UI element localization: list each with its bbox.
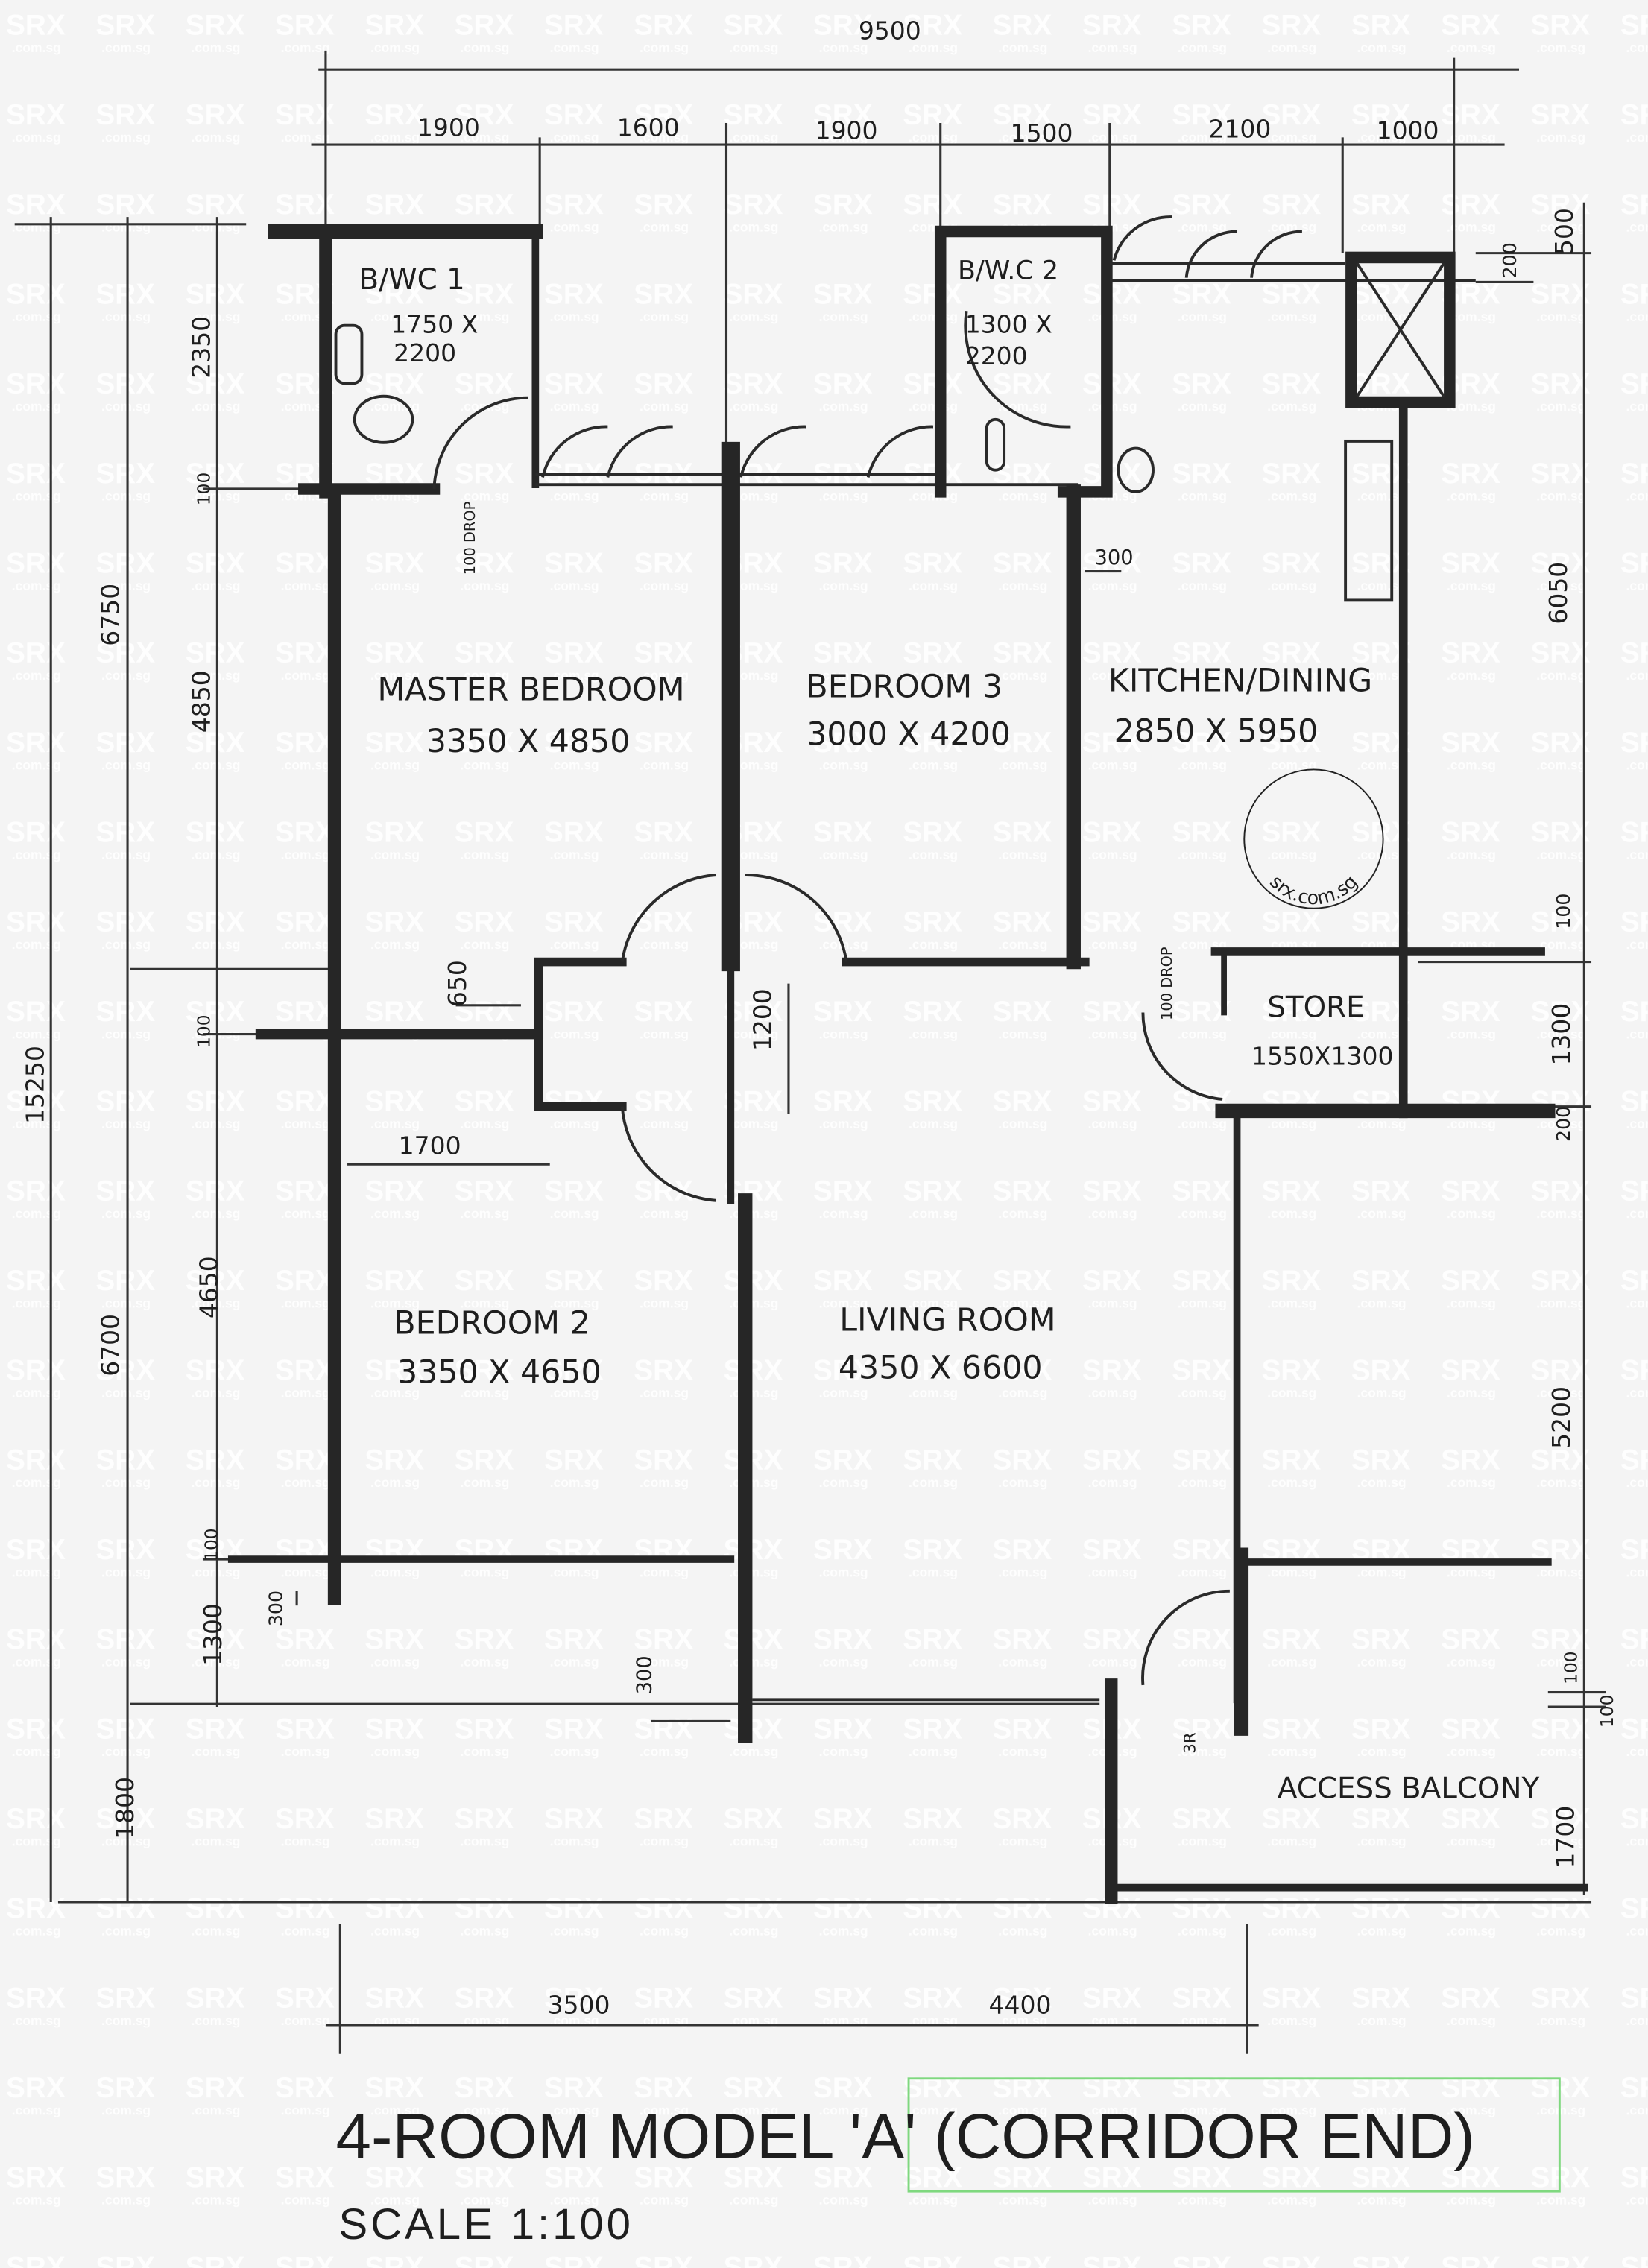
- dim-inner: 1700: [399, 1131, 461, 1160]
- dim-left-mid: 6700: [95, 1314, 124, 1377]
- room-kitchen-name: KITCHEN/DINING: [1108, 663, 1372, 700]
- dim-right: 100: [1562, 1651, 1582, 1684]
- dim-inner: 300: [634, 1655, 657, 1694]
- dim-left-mid: 1800: [110, 1777, 139, 1839]
- dim-left-inner: 1300: [198, 1603, 227, 1666]
- dim-left-inner: 300: [265, 1591, 287, 1626]
- room-bed3-name: BEDROOM 3: [806, 668, 1003, 705]
- room-living-name: LIVING ROOM: [839, 1301, 1055, 1339]
- stair-label: 3R: [1181, 1732, 1199, 1754]
- dim-left-inner: 100: [195, 473, 215, 505]
- room-bwc2-name: B/W.C 2: [958, 256, 1058, 286]
- dim-top-overall: 9500: [859, 16, 921, 45]
- dim-inner: 1200: [748, 988, 777, 1051]
- plan-title: 4-ROOM MODEL 'A' (CORRIDOR END): [336, 2102, 1475, 2173]
- dim-top: 2100: [1208, 114, 1271, 143]
- room-master-size: 3350 X 4850: [426, 723, 631, 760]
- room-bwc2-size: 1300 X: [965, 309, 1052, 338]
- room-bwc1-size: 1750 X: [391, 309, 478, 338]
- dim-left-inner: 4650: [194, 1256, 223, 1318]
- room-master-name: MASTER BEDROOM: [377, 671, 684, 708]
- dim-top: 1900: [417, 113, 480, 142]
- room-store-name: STORE: [1267, 991, 1364, 1024]
- dim-left-mid: 6750: [95, 584, 124, 646]
- dim-right: 200: [1553, 1106, 1574, 1142]
- dim-bottom: 4400: [988, 1990, 1051, 2019]
- room-bed2-size: 3350 X 4650: [397, 1353, 602, 1391]
- dim-top: 1500: [1011, 119, 1073, 148]
- fixtures: [334, 323, 1155, 493]
- dim-bottom: 3500: [548, 1990, 610, 2019]
- doors: [432, 215, 1302, 1686]
- dim-left-inner: 2350: [187, 316, 216, 379]
- dimension-labels: 9500 1900 1600 1900 1500 2100 1000 500 2…: [20, 16, 1617, 2019]
- room-bed3-size: 3000 X 4200: [806, 716, 1011, 753]
- dim-left-inner: 4850: [187, 670, 216, 733]
- dim-top: 1900: [815, 116, 878, 145]
- room-bwc2-size2: 2200: [965, 341, 1028, 370]
- dim-right: 200: [1499, 242, 1521, 278]
- room-kitchen-size: 2850 X 5950: [1114, 713, 1319, 751]
- room-bwc1-size2: 2200: [394, 338, 456, 367]
- dim-right: 1700: [1551, 1806, 1580, 1869]
- dim-right: 100: [1553, 894, 1574, 929]
- dim-inner: 650: [443, 960, 472, 1007]
- room-bwc1-name: B/WC 1: [359, 263, 465, 297]
- title-highlight-box: [907, 2077, 1561, 2193]
- dimension-lines: [14, 50, 1606, 2054]
- dim-right: 6050: [1544, 562, 1573, 625]
- dim-left-inner: 100: [201, 1528, 221, 1561]
- drop-label: 100 DROP: [461, 501, 479, 575]
- room-bed2-name: BEDROOM 2: [394, 1304, 590, 1342]
- dim-top: 1000: [1377, 116, 1439, 145]
- dim-right: 100: [1597, 1695, 1617, 1728]
- walls: [227, 224, 1588, 1904]
- dim-inner: 300: [1095, 546, 1134, 569]
- room-living-size: 4350 X 6600: [839, 1349, 1043, 1386]
- dim-right: 500: [1550, 208, 1579, 255]
- dim-right: 5200: [1547, 1386, 1576, 1449]
- dim-left-outer: 15250: [20, 1046, 49, 1124]
- drop-label: 100 DROP: [1158, 947, 1175, 1020]
- room-balcony-name: ACCESS BALCONY: [1278, 1772, 1540, 1805]
- dim-right: 1300: [1547, 1003, 1576, 1066]
- room-store-size: 1550X1300: [1251, 1041, 1393, 1070]
- plan-scale: SCALE 1:100: [338, 2200, 633, 2249]
- dim-top: 1600: [617, 113, 680, 142]
- room-labels: B/WC 1 1750 X 2200 B/W.C 2 1300 X 2200 M…: [359, 256, 1540, 1806]
- dim-left-inner: 100: [195, 1015, 215, 1048]
